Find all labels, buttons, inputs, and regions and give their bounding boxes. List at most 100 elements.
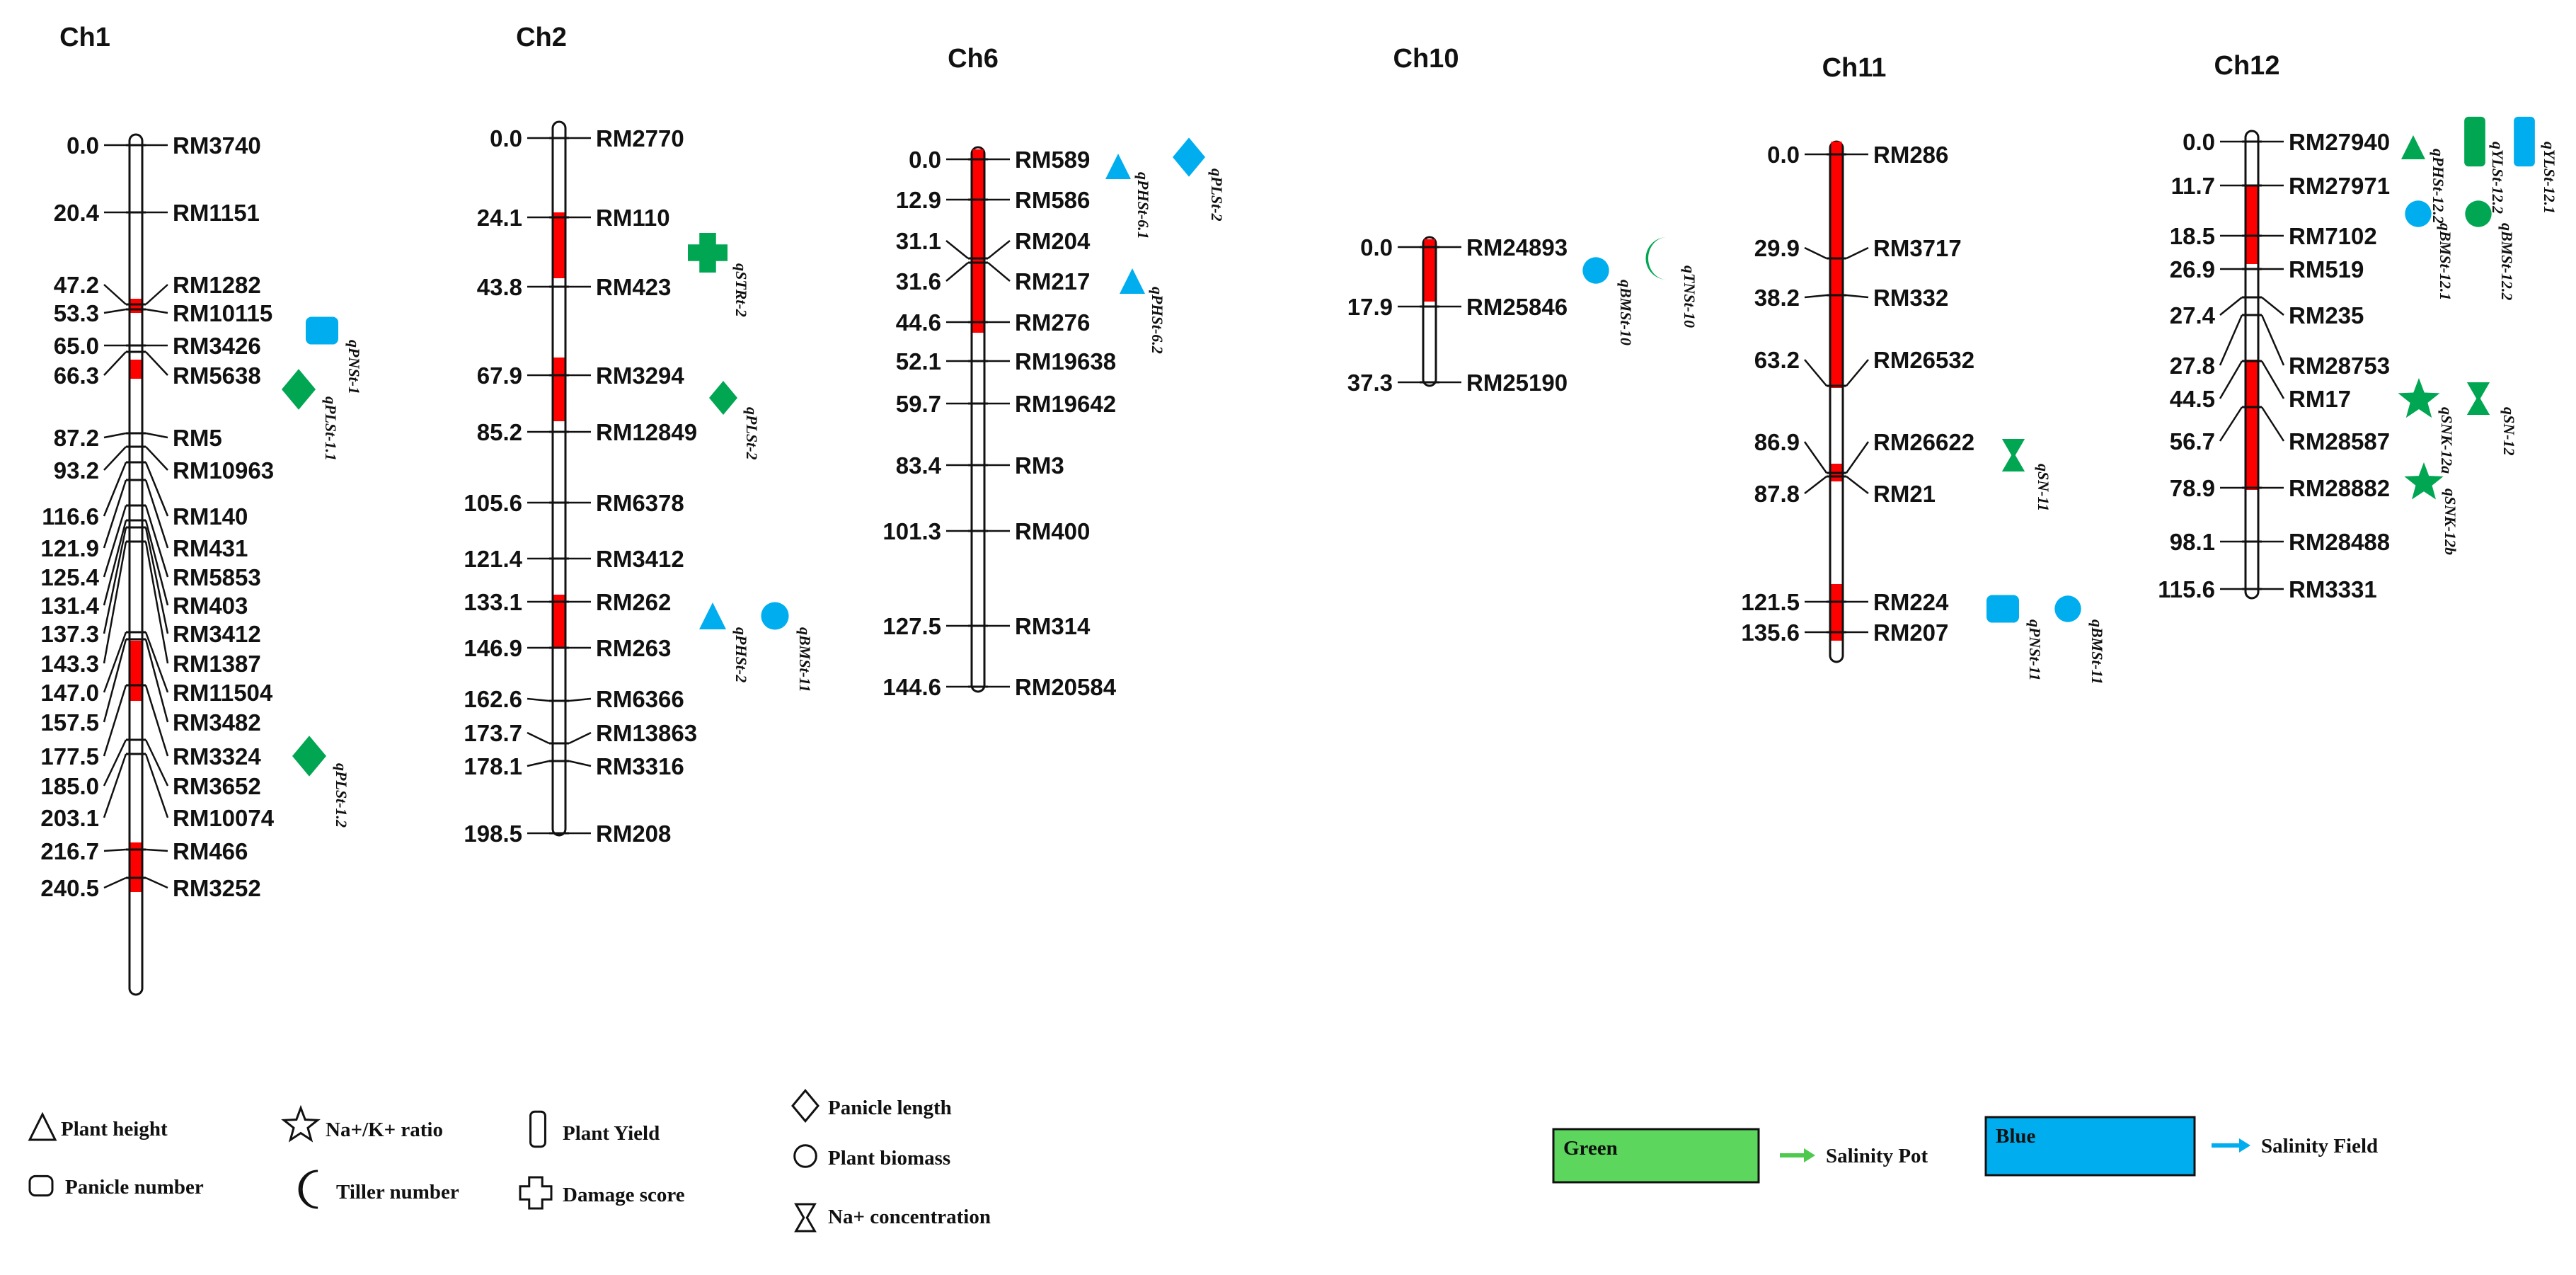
marker-name: RM3324 [173,743,261,770]
marker-name: RM423 [596,274,671,300]
chromosome-title: Ch2 [516,23,567,52]
marker-connector [568,760,592,767]
marker-position: 31.1 [896,228,941,254]
marker-connector [144,753,169,818]
qtl-label: qSN-11 [2035,464,2052,511]
triangle-icon [1120,268,1145,294]
marker-connector [1804,294,1827,299]
marker-connector [103,541,127,664]
legend-label: Plant height [61,1118,168,1140]
marker-connector [2219,297,2243,316]
marker-position: 105.6 [464,490,522,516]
marker-connector [2260,314,2285,366]
marker-connector [103,739,127,787]
marker-name: RM3294 [596,362,684,389]
marker-name: RM10115 [173,300,272,326]
marker-position: 43.8 [477,274,522,300]
marker-position: 29.9 [1754,235,1800,261]
marker-position: 144.6 [882,674,941,700]
marker-name: RM3482 [173,709,261,736]
marker-position: 0.0 [1360,234,1393,261]
marker-position: 37.3 [1347,370,1393,396]
marker-position: 17.9 [1347,294,1393,320]
marker-name: RM2770 [596,125,684,151]
legend-item: Plant biomass [793,1144,950,1170]
legend-label: Plant Yield [563,1122,660,1145]
qtl-label: qYLSt-12.1 [2541,142,2558,214]
marker-connector [1846,246,1869,260]
marker-connector [103,527,127,634]
marker-name: RM235 [2289,302,2364,328]
marker-position: 47.2 [54,272,99,298]
marker-connector [1846,294,1869,299]
marker-position: 65.0 [54,333,99,359]
marker-name: RM20584 [1015,674,1117,700]
marker-position: 121.5 [1741,589,1800,615]
star-icon [2398,378,2440,418]
marker-position: 67.9 [477,362,522,389]
marker-position: 52.1 [896,348,941,375]
marker-name: RM3740 [173,132,261,159]
legend-color-box [1552,1128,1760,1184]
marker-name: RM28882 [2289,475,2390,501]
marker-connector [987,262,1011,282]
qtl-interval [1831,584,1842,641]
marker-position: 85.2 [477,419,522,445]
legend-env-label: Salinity Pot [1826,1145,1928,1167]
legend-item: Na+ concentration [794,1203,991,1233]
marker-position: 125.4 [40,564,99,590]
marker-position: 203.1 [40,805,99,831]
legend-item: Damage score [519,1176,685,1210]
qtl-interval [972,149,984,333]
circle-icon [2465,200,2492,227]
marker-name: RM19638 [1015,348,1116,375]
marker-connector [568,697,592,702]
marker-connector [145,308,168,314]
marker-name: RM21 [1873,481,1936,507]
marker-name: RM207 [1873,619,1948,646]
legend-color-box [1984,1116,2196,1177]
marker-connector [103,848,127,852]
marker-position: 216.7 [40,838,99,864]
marker-connector [103,479,127,549]
marker-name: RM26532 [1873,347,1974,373]
legend-label: Panicle number [65,1176,204,1199]
qtl-interval [130,299,142,313]
qtl-label: qYLSt-12.2 [2489,142,2507,214]
marker-position: 98.1 [2170,529,2215,555]
qtl-interval [130,641,142,701]
marker-connector [2219,314,2243,366]
cross-icon [519,1176,553,1210]
qtl-label: qPHSt-12.2 [2430,149,2447,224]
marker-connector [144,462,169,517]
crescent-icon [1645,237,1667,280]
qtl-label: qSN-12 [2500,407,2518,455]
qtl-interval [1424,239,1435,302]
marker-name: RM263 [596,635,671,661]
legend-label: Plant biomass [828,1147,950,1170]
marker-position: 18.5 [2170,223,2215,249]
marker-connector [145,848,168,852]
marker-connector [145,876,168,889]
chromosome-title: Ch1 [59,23,110,52]
marker-position: 177.5 [40,743,99,770]
marker-connector [103,505,127,578]
marker-position: 116.6 [42,503,99,530]
marker-position: 121.9 [40,535,99,561]
qtl-interval [553,212,565,278]
marker-connector [945,240,969,259]
legend-item: Panicle length [791,1089,952,1123]
marker-position: 83.4 [896,452,942,479]
qtl-label: qPNSt-1 [345,340,363,394]
marker-position: 24.1 [477,205,522,231]
marker-name: RM217 [1015,268,1090,295]
marker-position: 63.2 [1754,347,1800,373]
marker-position: 11.7 [2171,173,2215,199]
marker-name: RM431 [173,535,248,561]
marker-name: RM403 [173,593,248,619]
marker-name: RM204 [1015,228,1091,254]
marker-position: 66.3 [54,362,99,389]
